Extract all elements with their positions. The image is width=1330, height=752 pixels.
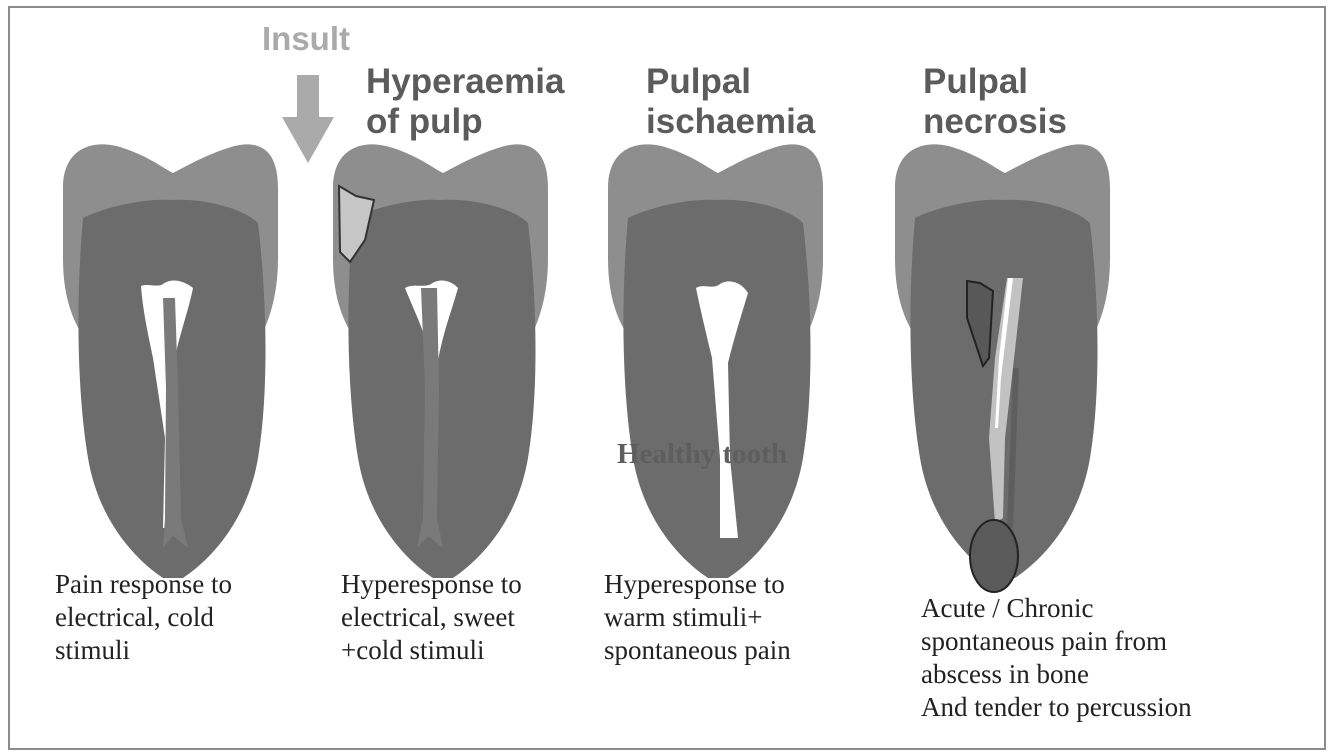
insult-arrow [282,75,334,163]
caption-ischaemia: Hyperesponse to warm stimuli+ spontaneou… [604,568,791,667]
stage-title-necrosis: Pulpal necrosis [923,62,1067,142]
caption-necrosis: Acute / Chronic spontaneous pain from ab… [921,592,1192,724]
stage-title-hyperaemia: Hyperaemia of pulp [366,62,564,142]
caption-healthy: Pain response to electrical, cold stimul… [55,568,232,667]
healthy-tooth-label: Healthy tooth [617,438,787,471]
abscess-icon [970,520,1018,592]
insult-label: Insult [262,20,350,58]
caption-hyperaemia: Hyperesponse to electrical, sweet +cold … [341,568,522,667]
tooth-healthy [63,144,278,578]
stage-title-ischaemia: Pulpal ischaemia [646,62,815,142]
tooth-necrosis [895,144,1110,578]
tooth-ischaemia [608,144,823,578]
